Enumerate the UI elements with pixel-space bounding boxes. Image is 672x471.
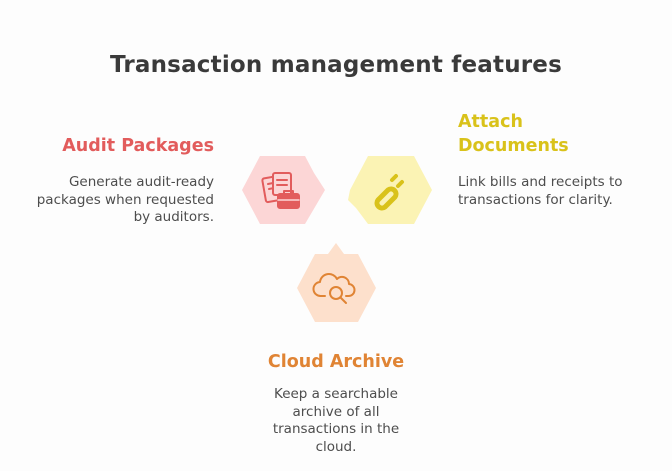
cloud-hexagon [297, 243, 376, 322]
audit-packages-title: Audit Packages [62, 136, 214, 156]
documents-briefcase-icon [261, 172, 300, 209]
page-title: Transaction management features [109, 52, 563, 78]
cloud-search-icon [312, 273, 356, 304]
attach-documents-description: Link bills and receipts to transactions … [458, 174, 623, 208]
paperclip-link-icon [374, 174, 404, 211]
cloud-archive-title: Cloud Archive [267, 352, 405, 372]
attach-documents-title: Attach Documents [458, 112, 569, 156]
cloud-archive-description: Keep a searchable archive of all transac… [272, 386, 400, 455]
audit-packages-description: Generate audit-ready packages when reque… [36, 174, 214, 225]
